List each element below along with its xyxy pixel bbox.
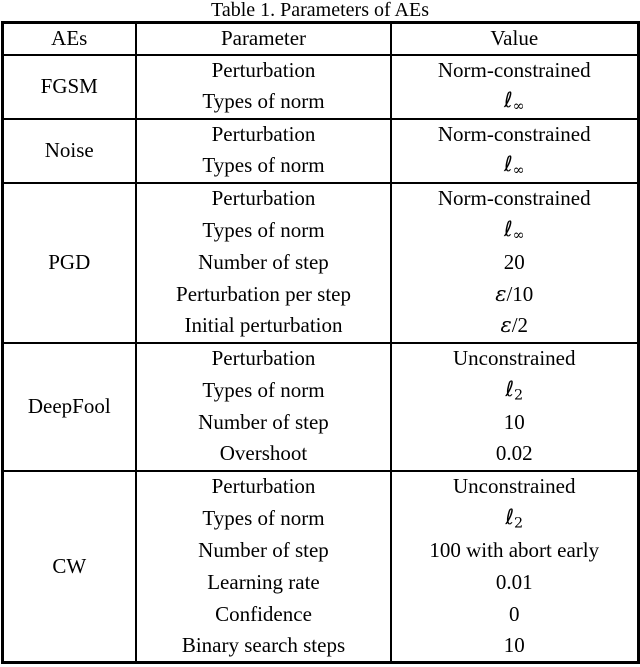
- value-cell: 0.02: [390, 438, 638, 471]
- parameter-cell: Overshoot: [135, 438, 391, 471]
- value-cell: 10: [390, 406, 638, 439]
- value-cell: 0.01: [390, 566, 638, 599]
- table-row: Types of norm ℓ∞: [2, 150, 638, 183]
- table-row: Number of step 10: [2, 406, 638, 439]
- table-row: Overshoot 0.02: [2, 438, 638, 471]
- table-row: Perturbation per step ε/10: [2, 278, 638, 311]
- parameter-cell: Perturbation: [135, 181, 391, 215]
- parameter-cell: Number of step: [135, 246, 391, 279]
- ae-name-cell: PGD: [2, 181, 136, 343]
- ae-name-cell: Noise: [2, 117, 136, 183]
- epsilon-symbol: ε: [495, 281, 507, 306]
- parameter-cell: Binary search steps: [135, 630, 391, 663]
- ell-symbol: ℓ: [503, 216, 513, 241]
- parameter-cell: Initial perturbation: [135, 310, 391, 343]
- table-row: DeepFool Perturbation Unconstrained: [2, 341, 638, 471]
- parameter-cell: Types of norm: [135, 150, 391, 183]
- parameter-cell: Perturbation: [135, 341, 391, 375]
- table-row: Types of norm ℓ2: [2, 374, 638, 407]
- ae-name-cell: CW: [2, 469, 136, 663]
- table-row: Confidence 0: [2, 598, 638, 631]
- value-cell: ℓ∞: [390, 214, 638, 247]
- value-cell: Unconstrained: [390, 341, 638, 375]
- col-header-value: Value: [390, 22, 638, 56]
- ell-symbol: ℓ: [505, 504, 515, 529]
- ae-name-cell: FGSM: [2, 53, 136, 119]
- parameter-cell: Perturbation per step: [135, 278, 391, 311]
- norm-subscript: ∞: [512, 162, 525, 179]
- parameter-cell: Confidence: [135, 598, 391, 631]
- parameters-table: AEs Parameter Value FGSM Perturbation No…: [0, 21, 640, 664]
- col-header-parameter: Parameter: [135, 22, 391, 56]
- value-cell: 20: [390, 246, 638, 279]
- norm-subscript: ∞: [512, 227, 525, 244]
- ell-symbol: ℓ: [503, 88, 513, 113]
- norm-subscript: 2: [514, 387, 524, 404]
- value-cell: ε/10: [390, 278, 638, 311]
- value-cell: ℓ∞: [390, 150, 638, 183]
- value-cell: Unconstrained: [390, 469, 638, 503]
- value-cell: ℓ2: [390, 374, 638, 407]
- table-row: Types of norm ℓ∞: [2, 214, 638, 247]
- ell-symbol: ℓ: [503, 152, 513, 177]
- table-row: Noise Perturbation Norm-constrained: [2, 117, 638, 183]
- value-cell: Norm-constrained: [390, 53, 638, 87]
- parameter-cell: Types of norm: [135, 374, 391, 407]
- table-row: PGD Perturbation Norm-constrained: [2, 181, 638, 343]
- parameter-cell: Types of norm: [135, 502, 391, 535]
- epsilon-symbol: ε: [500, 313, 512, 338]
- value-cell: ε/2: [390, 310, 638, 343]
- parameter-cell: Number of step: [135, 534, 391, 567]
- table-caption: Table 1. Parameters of AEs: [211, 0, 429, 21]
- value-cell: 0: [390, 598, 638, 631]
- norm-subscript: 2: [514, 515, 524, 532]
- value-cell: ℓ∞: [390, 86, 638, 119]
- header-row: AEs Parameter Value: [2, 22, 638, 56]
- parameter-cell: Types of norm: [135, 214, 391, 247]
- table-row: Number of step 100 with abort early: [2, 534, 638, 567]
- ae-name-cell: DeepFool: [2, 341, 136, 471]
- col-header-aes: AEs: [2, 22, 136, 56]
- value-cell: ℓ2: [390, 502, 638, 535]
- parameter-cell: Perturbation: [135, 469, 391, 503]
- parameter-cell: Number of step: [135, 406, 391, 439]
- table-row: Binary search steps 10: [2, 630, 638, 663]
- parameter-cell: Perturbation: [135, 117, 391, 151]
- parameter-cell: Learning rate: [135, 566, 391, 599]
- value-fraction: /2: [511, 313, 529, 338]
- value-cell: Norm-constrained: [390, 117, 638, 151]
- table-row: CW Perturbation Unconstrained: [2, 469, 638, 663]
- value-fraction: /10: [506, 281, 534, 306]
- table-row: Learning rate 0.01: [2, 566, 638, 599]
- table-row: Initial perturbation ε/2: [2, 310, 638, 343]
- table-row: Types of norm ℓ2: [2, 502, 638, 535]
- value-cell: Norm-constrained: [390, 181, 638, 215]
- ell-symbol: ℓ: [505, 376, 515, 401]
- value-cell: 10: [390, 630, 638, 663]
- table-row: FGSM Perturbation Norm-constrained: [2, 53, 638, 119]
- parameter-cell: Perturbation: [135, 53, 391, 87]
- norm-subscript: ∞: [512, 98, 525, 115]
- value-cell: 100 with abort early: [390, 534, 638, 567]
- table-row: Number of step 20: [2, 246, 638, 279]
- table-row: Types of norm ℓ∞: [2, 86, 638, 119]
- parameter-cell: Types of norm: [135, 86, 391, 119]
